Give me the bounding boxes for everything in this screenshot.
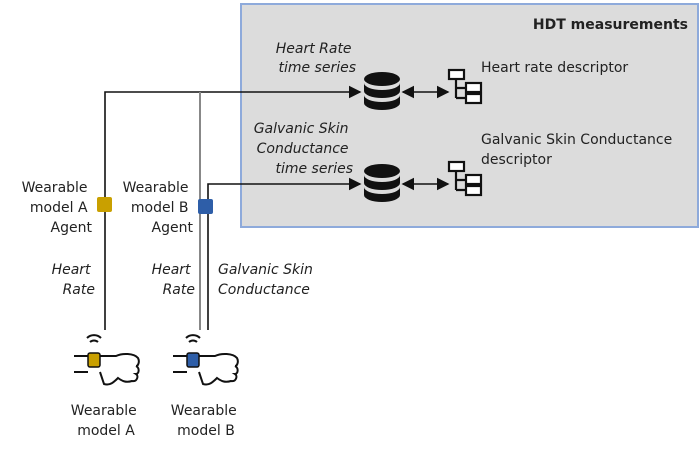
agent-a-node [97,197,112,212]
heart-rate-line-a [104,85,362,330]
database-icon [364,72,400,110]
agent-a-label: Wearable model A Agent [22,180,93,236]
gsc-line-b [207,177,362,330]
wearable-b-icon [172,334,239,386]
wearable-a-icon [73,334,140,386]
hr-timeseries-label: Heart Rate time series [276,41,356,76]
agent-b-node [198,199,213,214]
device-b-label: Wearable model B [171,403,241,439]
agent-b-label: Wearable model B Agent [123,180,194,236]
database-icon [364,164,400,202]
gsc-timeseries-label: Galvanic Skin Conductance time series [254,121,353,177]
a-heart-rate-label: Heart Rate [52,262,95,298]
gsc-descriptor-label: Galvanic Skin Conductance descriptor [481,132,677,168]
hr-descriptor-label: Heart rate descriptor [481,60,628,76]
b-heart-rate-label: Heart Rate [152,262,195,298]
hdt-title: HDT measurements [533,17,688,33]
device-a-label: Wearable model A [71,403,141,439]
b-gsc-label: Galvanic Skin Conductance [218,262,317,298]
